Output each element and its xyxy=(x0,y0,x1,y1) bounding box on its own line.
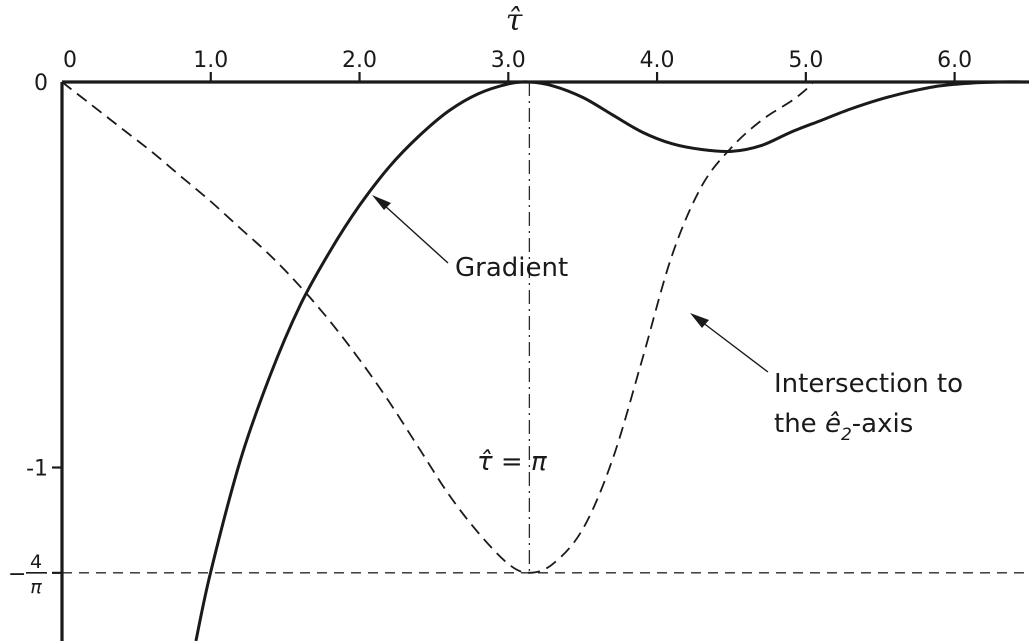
x-tick-label: 3.0 xyxy=(491,48,526,73)
arrowhead-gradient xyxy=(372,195,391,210)
x-tick-label: 1.0 xyxy=(193,48,228,73)
x-tick-label: 0 xyxy=(63,48,77,73)
x-axis-title: τ̂ xyxy=(506,3,523,38)
y-tick-label-fraction: −4 π xyxy=(8,551,47,598)
leader-line-intersection xyxy=(701,321,769,373)
x-axis-ticks: 0 1.0 2.0 3.0 4.0 5.0 6.0 xyxy=(63,48,972,82)
series-intersection-line xyxy=(61,81,814,574)
annotation-intersection-line2: the ê2-axis xyxy=(774,409,913,445)
x-tick-label: 6.0 xyxy=(937,48,972,73)
x-tick-label: 2.0 xyxy=(342,48,377,73)
annotation-tau-equals-pi: τ̂ = π xyxy=(477,447,547,477)
y-tick-label: 0 xyxy=(34,71,48,96)
x-tick-label: 5.0 xyxy=(788,48,823,73)
annotation-gradient-text: Gradient xyxy=(455,253,568,283)
x-tick-label: 4.0 xyxy=(640,48,675,73)
series-gradient-line xyxy=(194,80,1029,641)
y-tick-label: -1 xyxy=(26,457,48,482)
y-tick-fraction-sign: − xyxy=(8,562,26,587)
y-axis-ticks: 0 -1 −4 π xyxy=(8,71,62,598)
annotation-intersection-line1: Intersection to xyxy=(774,369,963,399)
annotation-gradient: Gradient xyxy=(372,195,568,283)
y-tick-fraction-denominator: π xyxy=(30,576,42,598)
leader-line-gradient xyxy=(383,204,449,264)
y-tick-fraction-numerator: 4 xyxy=(30,551,42,573)
annotation-intersection: Intersection to the ê2-axis xyxy=(690,313,963,445)
arrowhead-intersection xyxy=(690,313,709,328)
